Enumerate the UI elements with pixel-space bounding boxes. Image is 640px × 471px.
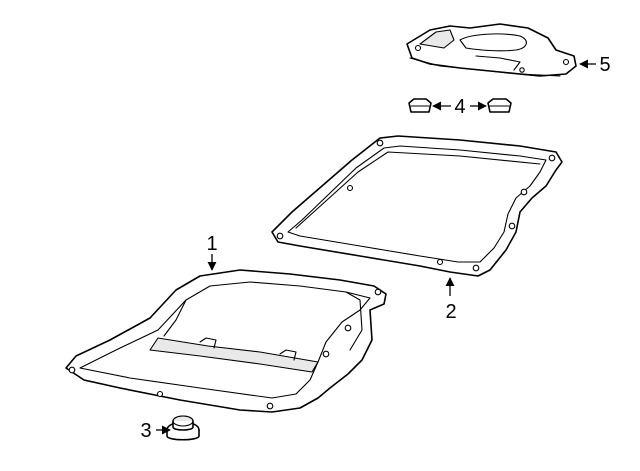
part-4-clip-left[interactable]: [408, 98, 432, 113]
part-3-drain-plug[interactable]: [166, 415, 200, 441]
callout-3: 3: [140, 420, 151, 442]
callout-4: 4: [454, 96, 465, 118]
part-5-filter[interactable]: [406, 23, 577, 77]
callout-1: 1: [206, 233, 217, 255]
part-4-clip-right[interactable]: [487, 98, 512, 113]
callout-5: 5: [599, 54, 610, 76]
part-2-gasket[interactable]: [271, 135, 563, 277]
callout-2: 2: [445, 301, 456, 323]
part-1-oil-pan[interactable]: [65, 269, 387, 413]
